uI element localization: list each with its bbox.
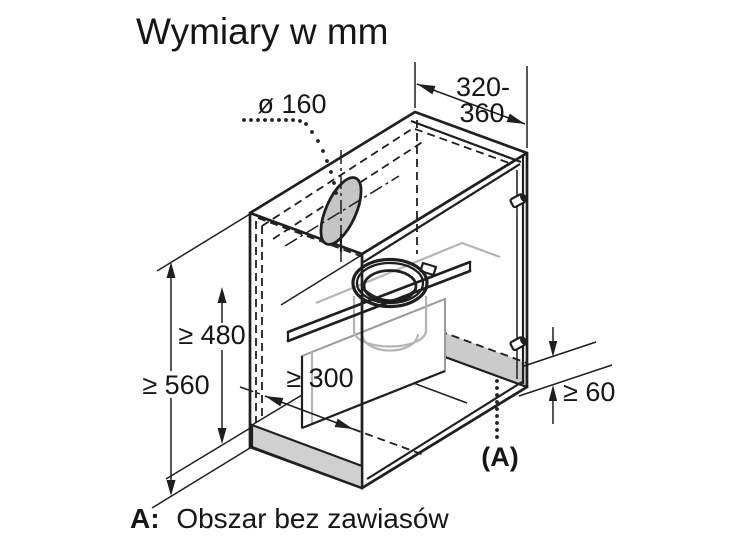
duct-diameter-label: ø 160 [257,89,326,119]
duct-diameter-leader [242,118,338,195]
dim-hinge-free-height [518,327,613,424]
top-depth-label-line1: 320- [456,72,510,102]
damper-tab-icon [419,261,438,277]
bottom-panel-face [250,423,364,490]
duct-ring [351,257,438,309]
area-a-label: (A) [481,442,518,472]
bottom-depth-label: ≥ 300 [286,363,353,393]
duct-hole [284,150,400,262]
diagram-title: Wymiary w mm [136,11,388,52]
top-depth-label-line2: 360 [459,98,504,128]
legend-note: A: Obszar bez zawiasów [130,503,449,534]
area-a-leader [495,379,499,439]
hinge-free-height-label: ≥ 60 [563,377,615,407]
dim-inner-height [165,255,361,480]
legend-note-prefix: A: [130,503,160,534]
dim-overall-height [151,213,251,509]
dim-bottom-depth [239,386,425,456]
hinge-icon [509,193,527,209]
overall-height-label: ≥ 560 [142,370,209,400]
legend-note-text: Obszar bez zawiasów [176,503,449,534]
dim-top-depth [414,62,528,148]
inner-height-label: ≥ 480 [178,320,245,350]
hinge-icon [509,336,527,352]
